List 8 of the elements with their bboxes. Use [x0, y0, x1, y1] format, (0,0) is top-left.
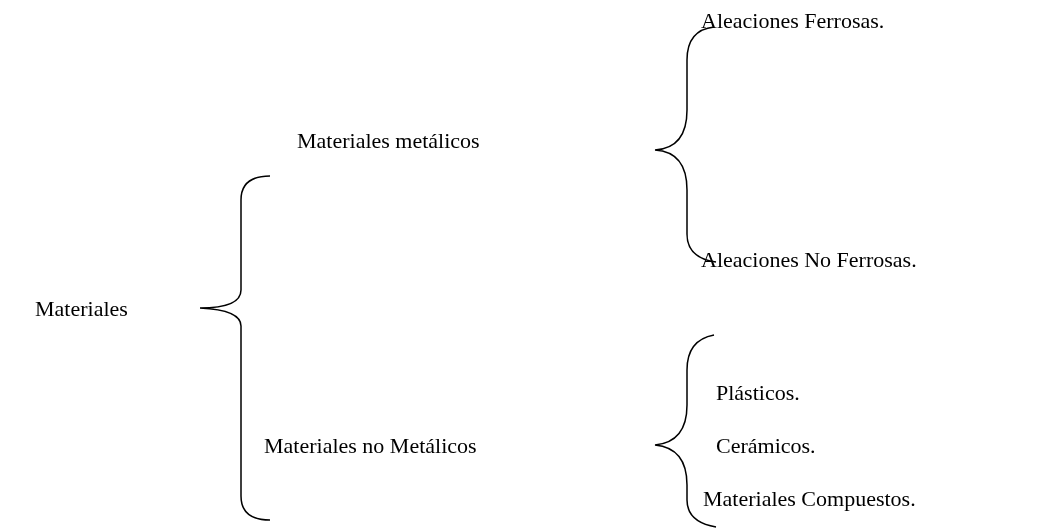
category-label: Cerámicos.: [716, 433, 816, 459]
category-label: Materiales: [35, 296, 128, 322]
category-label: Aleaciones Ferrosas.: [701, 8, 885, 34]
category-label: Plásticos.: [716, 380, 800, 406]
category-label: Materiales metálicos: [297, 128, 480, 154]
category-label: Materiales no Metálicos: [264, 433, 477, 459]
category-label: Aleaciones No Ferrosas.: [701, 247, 917, 273]
category-label: Materiales Compuestos.: [703, 486, 916, 512]
